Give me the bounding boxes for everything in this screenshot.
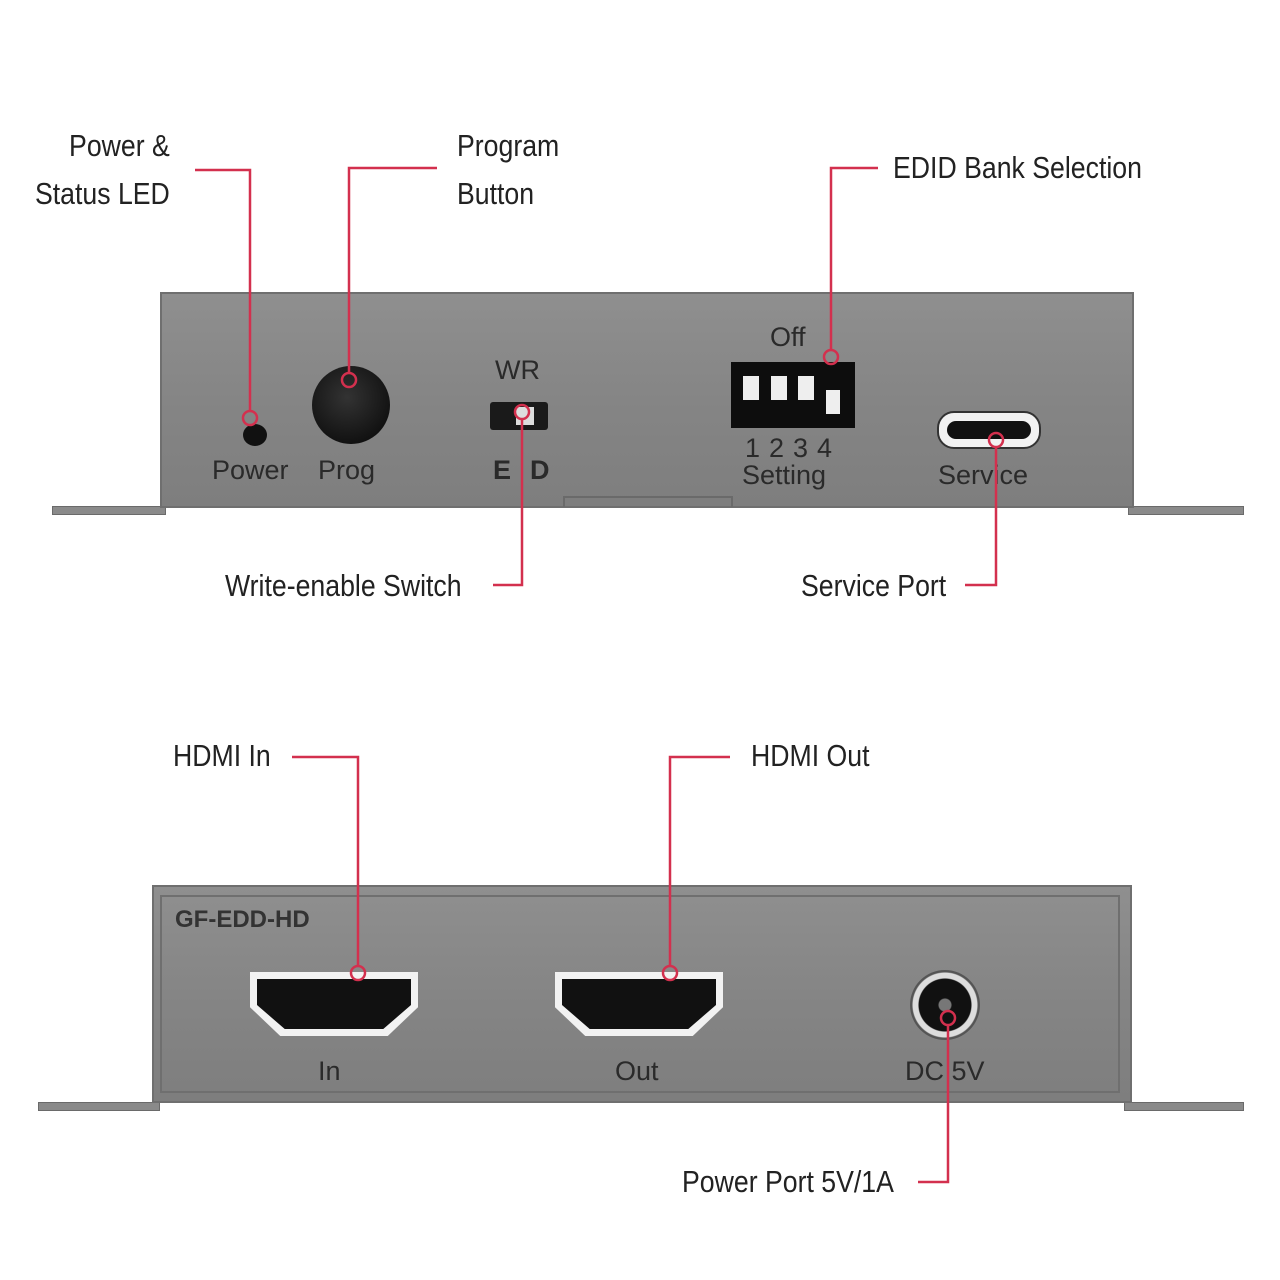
setting-label: Setting — [742, 460, 827, 490]
callout-line: Status LED — [35, 176, 170, 211]
wr-label: WR — [495, 355, 540, 385]
hdmi-out-port[interactable] — [555, 972, 723, 1036]
hdmi-out-leader — [668, 755, 730, 966]
dip-number: 2 — [769, 433, 785, 463]
rear-left-flange — [38, 1102, 160, 1111]
edid-leader — [829, 166, 878, 350]
off-label: Off — [770, 322, 806, 352]
callout-service-port: Service Port — [801, 568, 947, 603]
callout-power-port: Power Port 5V/1A — [682, 1164, 894, 1199]
dc-power-jack[interactable] — [910, 970, 980, 1040]
e-label: E — [493, 455, 512, 485]
bottom-tab — [563, 496, 733, 507]
power-port-leader — [918, 1025, 950, 1184]
rear-right-flange — [1124, 1102, 1244, 1111]
power-label: Power — [212, 455, 289, 485]
dc-label: DC 5V — [905, 1056, 985, 1086]
dip-number: 1 — [745, 433, 761, 463]
service-label: Service — [938, 460, 1029, 490]
write-enable-leader — [493, 419, 524, 587]
callout-program-button: Program Button — [457, 122, 559, 218]
service-leader — [965, 447, 998, 587]
front-right-flange — [1128, 506, 1244, 515]
callout-write-enable: Write-enable Switch — [225, 568, 462, 603]
program-leader — [347, 166, 437, 373]
rear-face — [160, 895, 1120, 1093]
callout-hdmi-in: HDMI In — [173, 738, 271, 773]
out-label: Out — [615, 1056, 659, 1086]
dip-number: 4 — [817, 433, 833, 463]
hdmi-in-port[interactable] — [250, 972, 418, 1036]
hdmi-in-leader — [292, 755, 360, 966]
front-left-flange — [52, 506, 166, 515]
edid-dip-switch[interactable] — [731, 362, 855, 428]
program-button[interactable] — [312, 366, 390, 444]
power-led-leader — [195, 168, 252, 411]
callout-line: Program — [457, 128, 560, 163]
callout-power-led: Power & Status LED — [35, 122, 170, 218]
callout-hdmi-out: HDMI Out — [751, 738, 870, 773]
callout-edid-bank: EDID Bank Selection — [893, 150, 1142, 185]
power-led — [243, 424, 267, 446]
callout-line: Power & — [69, 128, 170, 163]
d-label: D — [530, 455, 550, 485]
prog-label: Prog — [318, 455, 376, 485]
callout-line: Button — [457, 176, 535, 211]
in-label: In — [318, 1056, 341, 1086]
model-label: GF-EDD-HD — [175, 906, 310, 933]
dip-number: 3 — [793, 433, 809, 463]
